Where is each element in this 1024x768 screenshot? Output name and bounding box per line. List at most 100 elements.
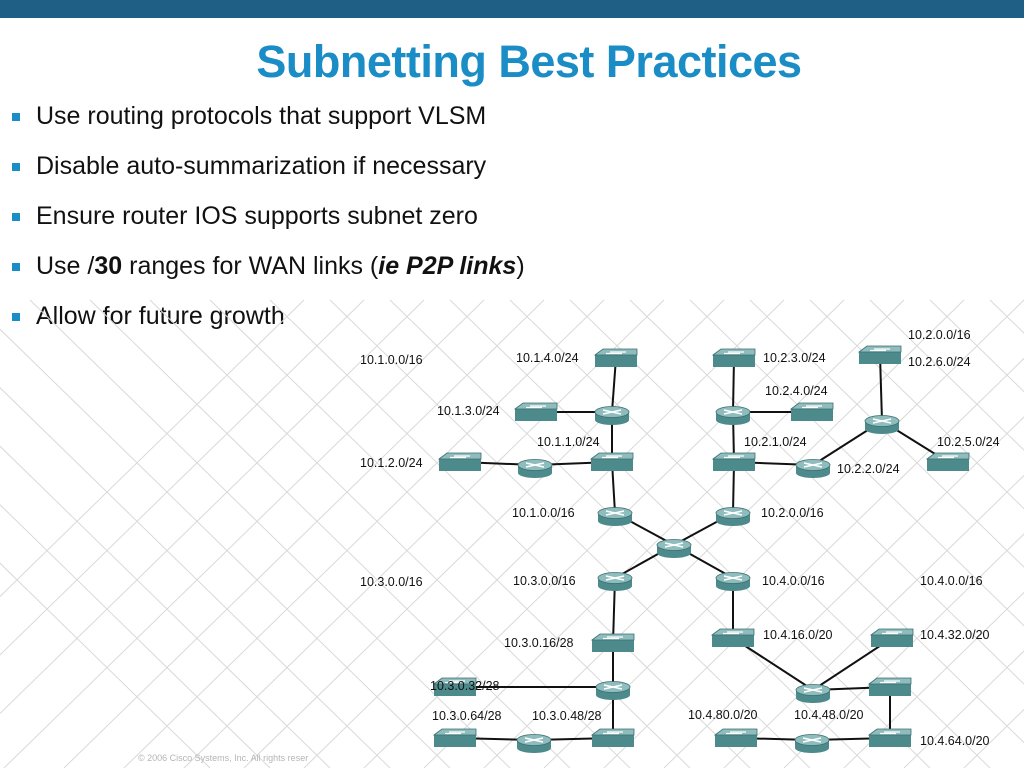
router-icon [597, 507, 633, 526]
subnet-label: 10.4.32.0/20 [920, 628, 990, 642]
slide-title: Subnetting Best Practices [256, 36, 802, 87]
grid-line [89, 299, 571, 768]
switch-icon [513, 402, 558, 421]
grid-line [0, 387, 391, 768]
router-icon [516, 734, 552, 753]
router-icon [715, 572, 751, 591]
network-link [879, 354, 883, 422]
bullet-item: Ensure router IOS supports subnet zero [12, 202, 525, 252]
router-icon [517, 459, 553, 478]
bullet-text: Ensure router IOS supports subnet zero [36, 202, 478, 230]
subnet-label: 10.3.0.0/16 [513, 574, 576, 588]
grid-line [0, 328, 451, 768]
switch-icon [590, 633, 635, 652]
subnet-label: 10.2.1.0/24 [744, 435, 807, 449]
router-icon [715, 507, 751, 526]
grid-line [303, 299, 785, 768]
subnet-label: 10.2.3.0/24 [763, 351, 826, 365]
copyright-footer: © 2006 Cisco Systems, Inc. All rights re… [138, 753, 309, 763]
grid-line [663, 416, 1024, 768]
grid-line [243, 299, 725, 768]
switch-icon [857, 345, 902, 364]
bullet-item: Allow for future growth [12, 302, 525, 352]
switch-icon [867, 677, 912, 696]
router-icon [656, 539, 692, 558]
grid-line [3, 299, 485, 768]
subnet-label: 10.4.0.0/16 [762, 574, 825, 588]
grid-line [843, 591, 1024, 768]
grid-line [629, 299, 1024, 685]
switch-icon [432, 728, 477, 747]
bullet-square-icon [12, 313, 20, 321]
bullet-square-icon [12, 113, 20, 121]
subnet-label: 10.1.0.0/16 [360, 353, 423, 367]
switch-icon [867, 728, 912, 747]
bullet-square-icon [12, 163, 20, 171]
bullet-item: Use routing protocols that support VLSM [12, 102, 525, 152]
grid-line [783, 533, 1024, 768]
bullet-text: Allow for future growth [36, 302, 285, 330]
grid-line [723, 474, 1024, 768]
subnet-label: 10.4.48.0/20 [794, 708, 864, 722]
bullet-text: ) [516, 252, 525, 280]
switch-icon [713, 728, 758, 747]
subnet-label: 10.1.1.0/24 [537, 435, 600, 449]
grid-line [749, 299, 1024, 568]
grid-line [329, 299, 811, 768]
grid-line [963, 708, 1024, 768]
subnet-label: 10.2.4.0/24 [765, 384, 828, 398]
switch-icon [711, 452, 756, 471]
subnet-label: 10.2.5.0/24 [937, 435, 1000, 449]
bullet-square-icon [12, 263, 20, 271]
grid-line [603, 357, 1024, 768]
diagram-devices [432, 345, 970, 753]
subnet-label: 10.2.0.0/16 [761, 506, 824, 520]
router-icon [864, 415, 900, 434]
grid-line [63, 299, 545, 768]
diagram-labels: 10.1.0.0/16 10.1.4.0/24 10.2.3.0/24 10.2.0.… [360, 328, 1000, 748]
subnet-label: 10.1.3.0/24 [437, 404, 500, 418]
grid-line [423, 299, 905, 768]
grid-line [689, 299, 1024, 627]
top-bar [0, 0, 1024, 18]
subnet-label: 10.1.0.0/16 [512, 506, 575, 520]
grid-line [0, 562, 211, 768]
grid-line [269, 299, 751, 768]
switch-icon [869, 628, 914, 647]
bullet-text: 30 [94, 252, 123, 280]
grid-line [483, 299, 965, 768]
switch-icon [589, 452, 634, 471]
switch-icon [925, 452, 970, 471]
router-icon [794, 734, 830, 753]
subnet-label: 10.1.4.0/24 [516, 351, 579, 365]
subnet-label: 10.3.0.64/28 [432, 709, 502, 723]
grid-line [989, 299, 1024, 334]
grid-line [0, 299, 305, 598]
router-icon [795, 459, 831, 478]
grid-line [29, 299, 511, 768]
grid-line [183, 299, 665, 768]
bullet-text: ranges for WAN links ( [122, 252, 379, 280]
subnet-label: 10.1.2.0/24 [360, 456, 423, 470]
subnet-label: 10.3.0.48/28 [532, 709, 602, 723]
router-icon [595, 681, 631, 700]
bullet-text: Disable auto-summarization if necessary [36, 152, 487, 180]
subnet-label: 10.4.80.0/20 [688, 708, 758, 722]
grid-line [509, 299, 991, 768]
grid-line [389, 299, 871, 768]
subnet-label: 10.2.0.0/16 [908, 328, 971, 342]
grid-line [929, 299, 1024, 393]
grid-line [0, 504, 271, 768]
bullet-text: ie P2P links [378, 252, 517, 280]
bullet-item: Use /30 ranges for WAN links (ie P2P lin… [12, 252, 525, 302]
grid-line [869, 299, 1024, 451]
router-icon [597, 572, 633, 591]
subnet-label: 10.4.16.0/20 [763, 628, 833, 642]
subnet-label: 10.3.0.16/28 [504, 636, 574, 650]
switch-icon [711, 348, 756, 367]
subnet-label: 10.4.64.0/20 [920, 734, 990, 748]
switch-icon [710, 628, 755, 647]
bullet-text: Use / [36, 252, 95, 280]
bullet-square-icon [12, 213, 20, 221]
